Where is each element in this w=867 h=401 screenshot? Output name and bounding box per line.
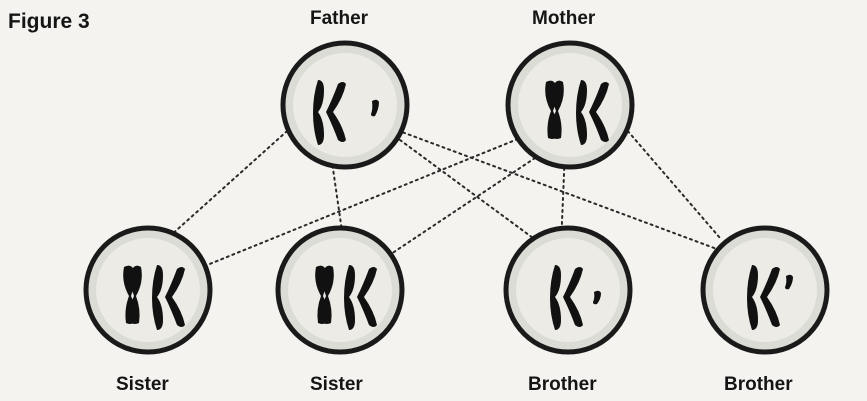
parent-label-father: Father xyxy=(310,8,368,30)
child-label-brother-1: Brother xyxy=(528,374,597,396)
child-cell-sister-1 xyxy=(86,228,210,352)
parent-label-mother: Mother xyxy=(532,8,595,30)
child-label-brother-2: Brother xyxy=(724,374,793,396)
father-cell xyxy=(283,43,407,167)
child-cell-brother-1 xyxy=(506,228,630,352)
child-cell-sister-2 xyxy=(278,228,402,352)
link-father-sister-1 xyxy=(160,115,305,245)
figure-title: Figure 3 xyxy=(8,10,90,34)
mother-cell xyxy=(508,43,632,167)
child-cell-brother-2 xyxy=(703,228,827,352)
child-label-sister-2: Sister xyxy=(310,374,363,396)
inheritance-lines xyxy=(160,115,760,280)
link-mother-brother-2 xyxy=(620,122,720,238)
child-label-sister-1: Sister xyxy=(116,374,169,396)
